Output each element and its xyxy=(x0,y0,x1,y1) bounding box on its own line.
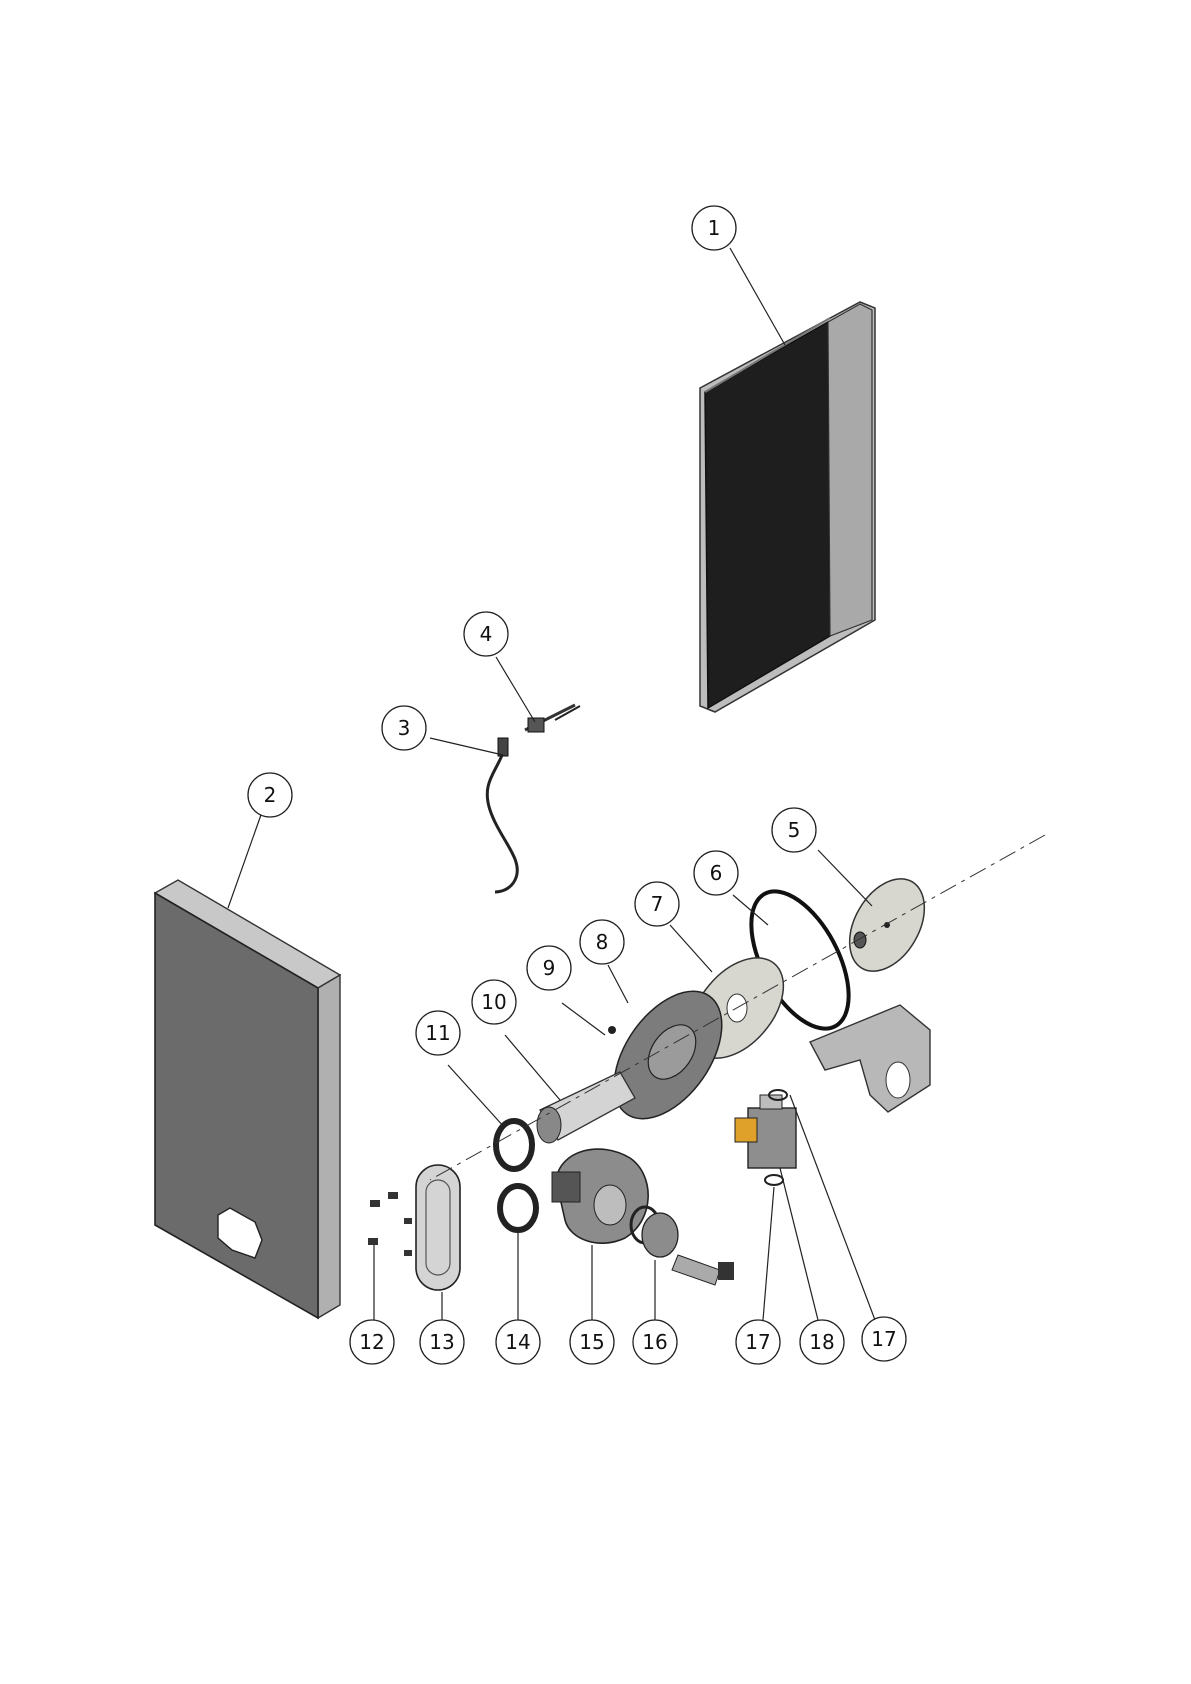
callout-13-label: 13 xyxy=(429,1330,454,1354)
callout-1: 1 xyxy=(692,206,736,250)
callout-10-label: 10 xyxy=(481,990,506,1014)
part-front-panel xyxy=(700,302,875,712)
callout-17-right-label: 17 xyxy=(871,1327,896,1351)
callout-1-label: 1 xyxy=(708,216,721,240)
callout-15: 15 xyxy=(570,1320,614,1364)
callout-6: 6 xyxy=(694,851,738,895)
callout-18-label: 18 xyxy=(809,1330,834,1354)
callout-3-label: 3 xyxy=(398,716,411,740)
callout-2: 2 xyxy=(248,773,292,817)
callout-4-label: 4 xyxy=(480,622,493,646)
callout-2-label: 2 xyxy=(264,783,277,807)
part-fan-motor xyxy=(631,1207,734,1285)
callout-12-label: 12 xyxy=(359,1330,384,1354)
part-side-panel xyxy=(155,880,340,1318)
callout-3: 3 xyxy=(382,706,426,750)
callout-7: 7 xyxy=(635,882,679,926)
callout-13: 13 xyxy=(420,1320,464,1364)
callout-15-label: 15 xyxy=(579,1330,604,1354)
part-bracket xyxy=(810,1005,930,1112)
part-inspection-cover xyxy=(404,1165,460,1290)
callout-8: 8 xyxy=(580,920,624,964)
callout-11-label: 11 xyxy=(425,1021,450,1045)
callout-14-label: 14 xyxy=(505,1330,530,1354)
callout-17-right: 17 xyxy=(862,1317,906,1361)
callout-14: 14 xyxy=(496,1320,540,1364)
callout-10: 10 xyxy=(472,980,516,1024)
callout-5-label: 5 xyxy=(788,818,801,842)
callout-12: 12 xyxy=(350,1320,394,1364)
callout-9: 9 xyxy=(527,946,571,990)
part-ignition-electrode xyxy=(487,705,580,892)
part-gasket-14 xyxy=(500,1186,536,1230)
callout-11: 11 xyxy=(416,1011,460,1055)
part-screws xyxy=(368,1192,398,1245)
part-gas-valve xyxy=(735,1090,796,1185)
callout-18: 18 xyxy=(800,1320,844,1364)
callout-8-label: 8 xyxy=(596,930,609,954)
callout-5: 5 xyxy=(772,808,816,852)
callout-16-label: 16 xyxy=(642,1330,667,1354)
callout-16: 16 xyxy=(633,1320,677,1364)
part-gasket-11 xyxy=(496,1121,532,1169)
part-fan-housing xyxy=(552,1149,648,1243)
callout-17-left: 17 xyxy=(736,1320,780,1364)
callout-6-label: 6 xyxy=(710,861,723,885)
callout-9-label: 9 xyxy=(543,956,556,980)
callout-17-left-label: 17 xyxy=(745,1330,770,1354)
callout-4: 4 xyxy=(464,612,508,656)
callout-7-label: 7 xyxy=(651,892,664,916)
